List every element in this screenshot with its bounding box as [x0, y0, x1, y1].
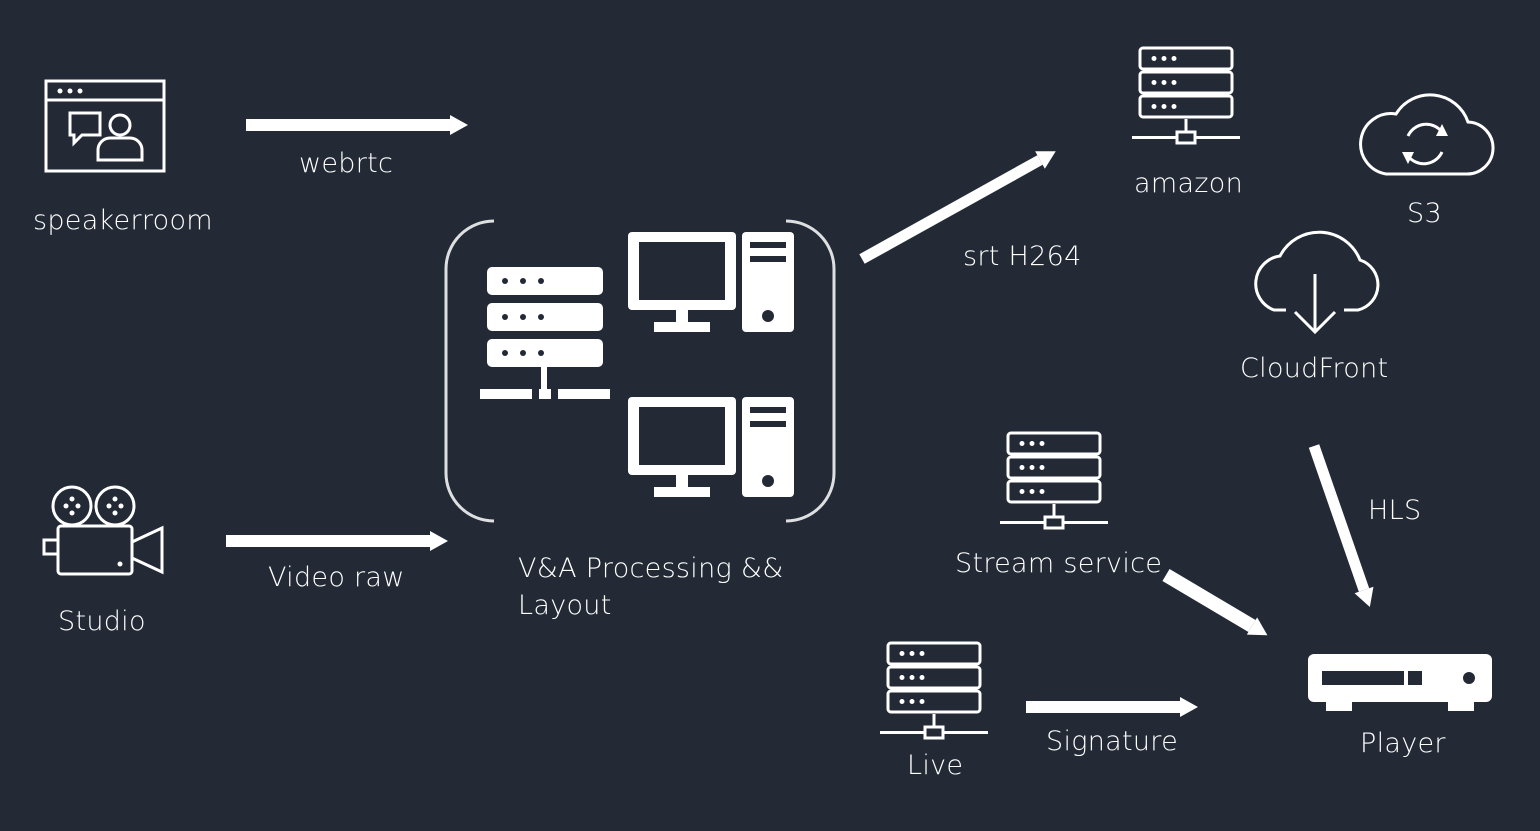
media-player-device-icon	[1308, 654, 1492, 711]
arrow-stream	[1162, 568, 1273, 644]
cloud-sync-icon	[1359, 93, 1495, 176]
server-and-computers-icon	[480, 232, 794, 497]
arrow-hls	[1308, 444, 1380, 611]
arrow-signature	[1026, 697, 1198, 717]
cloud-download-icon	[1254, 230, 1380, 335]
movie-camera-icon	[42, 485, 164, 576]
video-call-window-icon	[44, 79, 166, 173]
arrow-webrtc	[246, 115, 468, 135]
s3-label: S3	[1407, 198, 1442, 229]
edge-label-webrtc: webrtc	[299, 148, 394, 179]
amazon-label: amazon	[1134, 168, 1243, 199]
stream-service-label: Stream service	[955, 548, 1163, 579]
amazon-server-icon	[1130, 46, 1242, 145]
edge-label-srt: srt H264	[963, 241, 1082, 272]
arrow-srt	[859, 142, 1061, 264]
stream-service-server-icon	[998, 431, 1110, 530]
edge-label-signature: Signature	[1046, 726, 1179, 757]
processing-label: V&A Processing && Layout	[518, 553, 784, 621]
live-label: Live	[907, 750, 964, 781]
speakerroom-label: speakerroom	[33, 205, 213, 236]
edge-label-hls: HLS	[1368, 495, 1422, 526]
processing-group-frame	[444, 219, 836, 523]
arrow-video-raw	[226, 531, 448, 551]
player-label: Player	[1360, 728, 1446, 759]
edge-label-video-raw: Video raw	[268, 562, 405, 593]
live-server-icon	[878, 641, 990, 740]
cloudfront-label: CloudFront	[1240, 353, 1389, 384]
studio-label: Studio	[58, 606, 146, 637]
